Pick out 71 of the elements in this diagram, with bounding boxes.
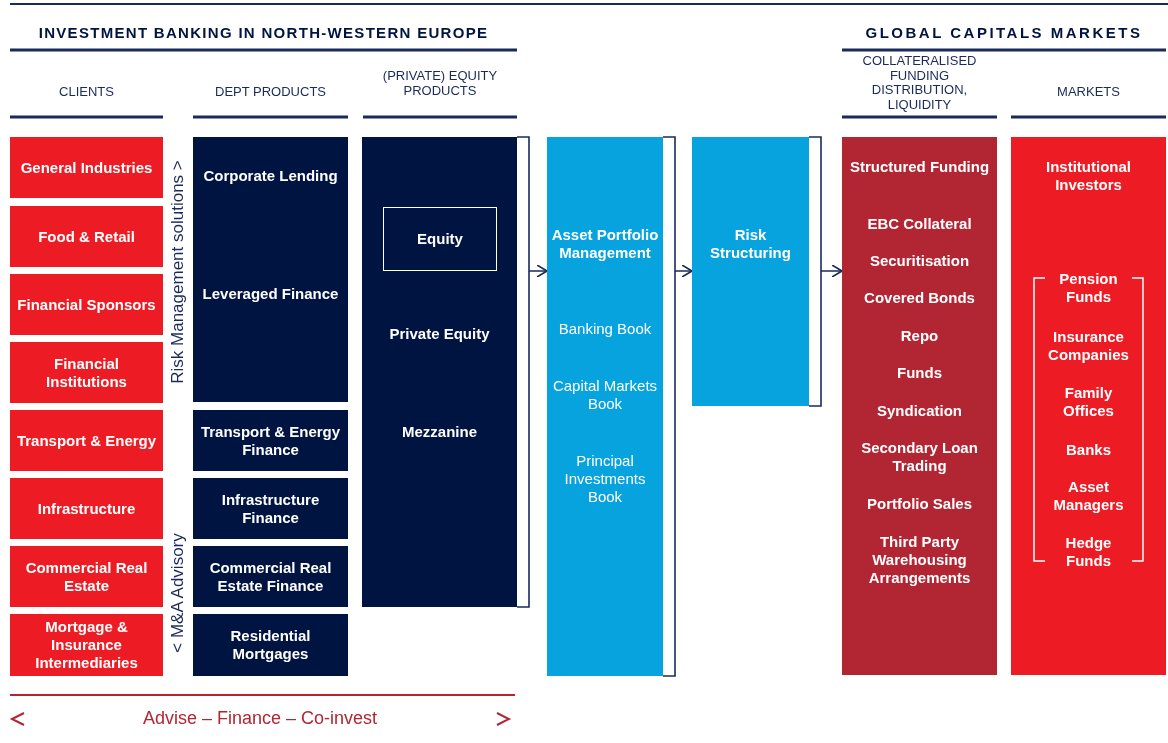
list-item: Family Offices bbox=[1062, 384, 1115, 420]
bracket-arrow bbox=[808, 136, 843, 407]
box-label: Residential Mortgages bbox=[229, 627, 312, 663]
box-label: Food & Retail bbox=[38, 227, 135, 246]
product-box bbox=[193, 546, 348, 607]
box-label: Transport & Energy Finance bbox=[199, 422, 342, 459]
box-label: Equity bbox=[417, 230, 463, 248]
client-box bbox=[10, 614, 163, 676]
box-label: Financial Sponsors bbox=[17, 295, 156, 314]
client-box bbox=[10, 342, 163, 403]
product-box bbox=[193, 410, 348, 471]
box-label: Mortgage & Insurance Intermediaries bbox=[34, 618, 139, 672]
markets-box bbox=[1011, 137, 1166, 675]
client-box bbox=[10, 274, 163, 335]
product-box bbox=[193, 137, 348, 402]
list-item: Structured Funding bbox=[848, 158, 991, 176]
list-item: EBC Collateral bbox=[866, 215, 973, 233]
list-item: Funds bbox=[896, 364, 943, 382]
list-item: Hedge Funds bbox=[1064, 534, 1113, 570]
client-box bbox=[10, 410, 163, 471]
box-label: Private Equity bbox=[388, 325, 491, 343]
funding-box bbox=[842, 137, 997, 675]
section-heading: INVESTMENT BANKING IN NORTH-WESTERN EUROPE bbox=[37, 24, 490, 41]
box-label: Commercial Real Estate bbox=[24, 558, 149, 595]
list-item: Pension Funds bbox=[1058, 270, 1119, 306]
bracket-arrow bbox=[516, 136, 548, 608]
list-item: Asset Managers bbox=[1052, 478, 1125, 514]
column-heading: COLLATERALISED FUNDING DISTRIBUTION, LIQUIDITY bbox=[861, 54, 978, 112]
box-label: Financial Institutions bbox=[45, 354, 128, 391]
box-label: Risk Structuring bbox=[709, 226, 792, 262]
list-item: Secondary Loan Trading bbox=[860, 439, 979, 475]
client-box bbox=[10, 137, 163, 198]
client-box bbox=[10, 206, 163, 267]
product-box bbox=[362, 137, 517, 607]
list-item: Syndication bbox=[876, 402, 963, 420]
outlined-box bbox=[383, 207, 497, 271]
column-heading: MARKETS bbox=[1056, 84, 1121, 99]
list-item: Banking Book bbox=[557, 320, 653, 338]
product-box bbox=[193, 614, 348, 676]
list-item: Portfolio Sales bbox=[866, 495, 973, 513]
list-item: Covered Bonds bbox=[863, 289, 976, 307]
column-heading: DEPT PRODUCTS bbox=[214, 84, 327, 99]
box-label: Leveraged Finance bbox=[201, 285, 340, 303]
client-box bbox=[10, 478, 163, 539]
list-item: Third Party Warehousing Arrangements bbox=[867, 533, 972, 587]
bracket-arrow bbox=[662, 136, 693, 677]
list-item: Securitisation bbox=[868, 252, 971, 270]
side-label: < M&A Advisory bbox=[168, 533, 188, 653]
box-label: Corporate Lending bbox=[202, 167, 339, 185]
client-box bbox=[10, 546, 163, 607]
side-label: Risk Management solutions > bbox=[168, 160, 188, 384]
portfolio-box bbox=[547, 137, 663, 676]
list-item: Banks bbox=[1065, 441, 1112, 459]
box-label: Infrastructure bbox=[37, 499, 136, 518]
list-item: Repo bbox=[899, 327, 940, 345]
list-item: Capital Markets Book bbox=[551, 377, 659, 413]
section-heading: GLOBAL CAPITALS MARKETS bbox=[864, 24, 1144, 41]
column-heading: (PRIVATE) EQUITY PRODUCTS bbox=[381, 68, 499, 98]
footer-label: Advise – Finance – Co-invest bbox=[141, 708, 379, 729]
list-item: Principal Investments Book bbox=[563, 452, 647, 506]
column-heading: CLIENTS bbox=[58, 84, 115, 99]
list-item: Asset Portfolio Management bbox=[551, 226, 659, 262]
box-label: Institutional Investors bbox=[1045, 158, 1132, 194]
box-label: Transport & Energy bbox=[16, 431, 157, 450]
product-box bbox=[193, 478, 348, 539]
list-item: Insurance Companies bbox=[1047, 328, 1130, 364]
structuring-box bbox=[692, 137, 809, 406]
box-label: Infrastructure Finance bbox=[220, 490, 321, 527]
box-label: Commercial Real Estate Finance bbox=[208, 558, 333, 595]
box-label: General Industries bbox=[20, 158, 153, 177]
box-label: Mezzanine bbox=[401, 423, 478, 441]
